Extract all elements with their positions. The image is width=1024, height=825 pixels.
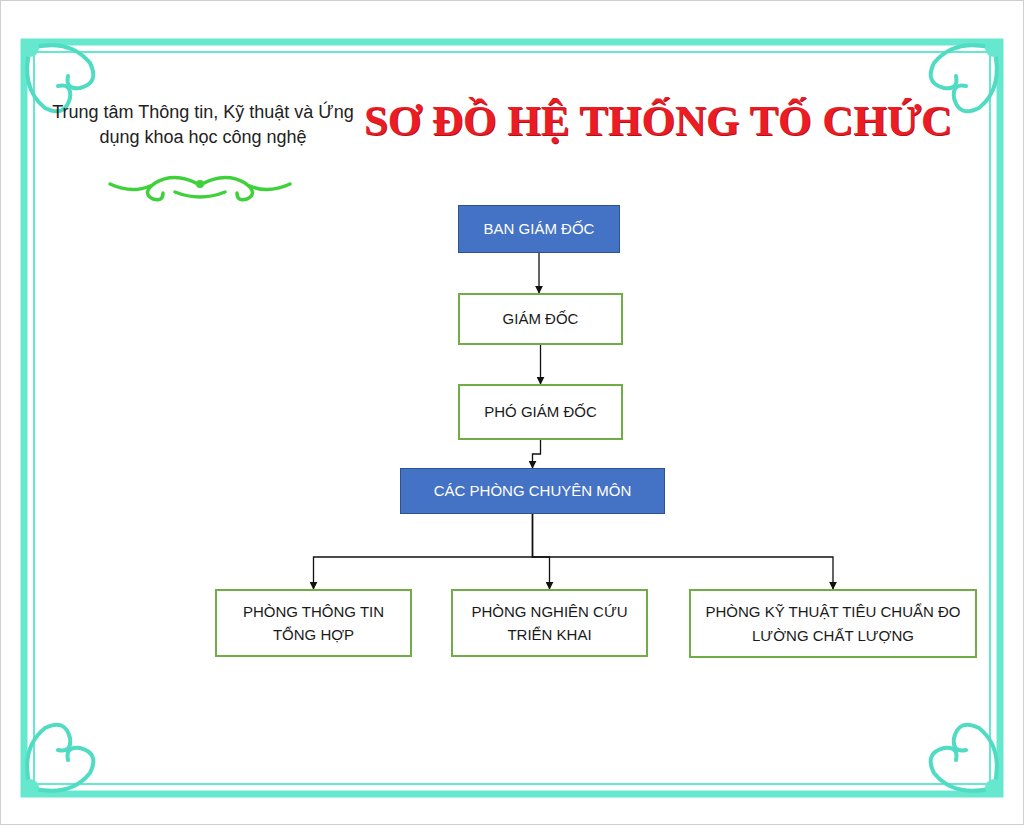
group-box: BAN GIÁM ĐỐC [458,205,620,253]
box-label: PHÓ GIÁM ĐỐC [484,400,597,423]
unit-box: GIÁM ĐỐC [458,293,623,345]
box-label: CÁC PHÒNG CHUYÊN MÔN [434,479,632,502]
group-box: CÁC PHÒNG CHUYÊN MÔN [400,468,665,514]
box-label: GIÁM ĐỐC [503,307,579,330]
connector-arrow [314,514,533,589]
unit-box: PHÒNG THÔNG TIN TỔNG HỢP [215,589,412,657]
box-label: PHÒNG KỸ THUẬT TIÊU CHUẨN ĐO LƯỜNG CHẤT … [701,600,965,647]
connector-arrow [540,345,541,384]
box-label: PHÒNG NGHIÊN CỨU TRIỂN KHAI [463,600,636,647]
box-label: PHÒNG THÔNG TIN TỔNG HỢP [227,600,400,647]
organization-name: Trung tâm Thông tin, Kỹ thuật và Ứng dụn… [48,100,358,150]
unit-box: PHÒNG NGHIÊN CỨU TRIỂN KHAI [451,589,648,657]
unit-box: PHÒNG KỸ THUẬT TIÊU CHUẨN ĐO LƯỜNG CHẤT … [689,589,977,658]
connector-arrow [533,440,541,468]
connector-arrow [533,514,834,589]
connector-arrow [538,253,539,293]
connector-arrow [533,514,550,589]
diagram-title: SƠ ĐỒ HỆ THỐNG TỐ CHỨC [358,96,958,145]
box-label: BAN GIÁM ĐỐC [484,217,595,240]
unit-box: PHÓ GIÁM ĐỐC [458,384,623,440]
